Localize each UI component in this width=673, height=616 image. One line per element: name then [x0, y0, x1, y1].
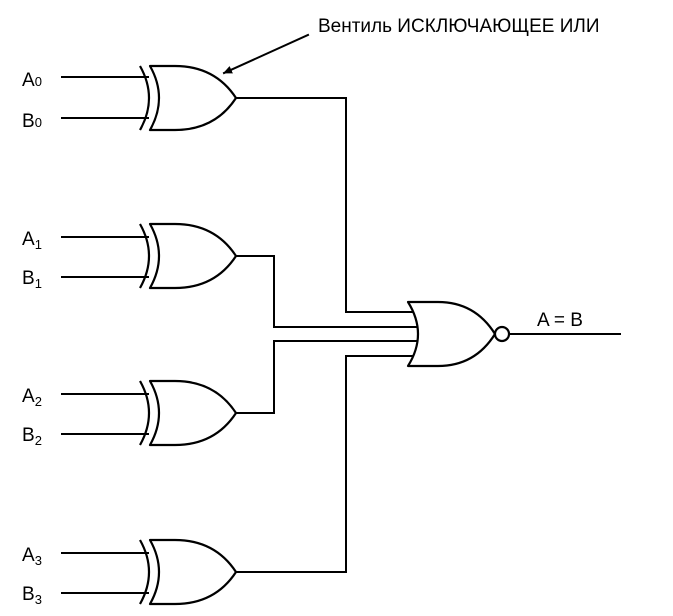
input-label-a0: A0: [22, 70, 42, 91]
wire-xor3-to-nor: [235, 355, 419, 573]
inversion-bubble: [493, 325, 511, 343]
input-label-b3: B3: [22, 584, 42, 607]
annotation-arrow: [222, 33, 310, 75]
wire-xor0-to-nor: [235, 97, 419, 313]
input-label-a1: A1: [22, 229, 42, 252]
wire-xor2-to-nor: [235, 340, 419, 414]
input-label-a3: A3: [22, 545, 42, 568]
xor-gate-0: [61, 64, 238, 132]
wire-xor1-to-nor: [235, 255, 419, 328]
input-label-a2: A2: [22, 386, 42, 409]
input-label-b1: B1: [22, 268, 42, 291]
xor-gate-3: [61, 538, 238, 606]
nor-gate: [406, 300, 511, 368]
input-label-b0: B0: [22, 111, 42, 132]
xor-gate-1: [61, 222, 238, 290]
xor-gate-2: [61, 379, 238, 447]
output-label: A = B: [537, 310, 583, 331]
annotation-label: Вентиль ИСКЛЮЧАЮЩЕЕ ИЛИ: [318, 16, 600, 37]
input-label-b2: B2: [22, 425, 42, 448]
